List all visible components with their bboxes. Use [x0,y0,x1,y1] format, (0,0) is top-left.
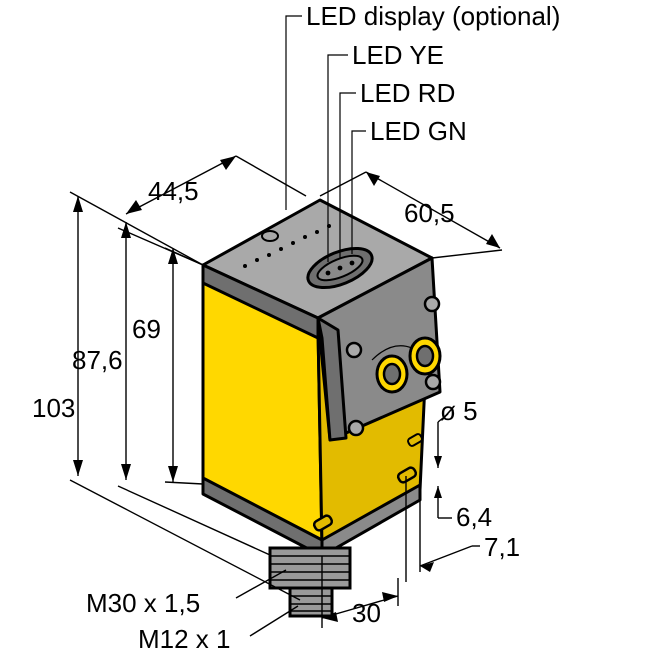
dim-label-87-6: 87,6 [72,345,123,375]
dim-label-m30: M30 x 1,5 [86,588,200,618]
dim-label-30: 30 [352,598,381,628]
dim-label-7-1: 7,1 [484,532,520,562]
leader-led-rd [339,92,356,258]
cap-front-module-side [316,316,348,442]
label-led-rd: LED RD [360,78,455,108]
dim-label-69: 69 [132,314,161,344]
callout-labels: LED display (optional) LED YE LED RD LED… [306,1,560,146]
leader-led-display [285,15,302,210]
dim-label-103: 103 [32,393,75,423]
thread-lines-small [290,595,332,612]
lens-housing-edge [371,345,413,361]
dim-label-m12: M12 x 1 [138,624,231,654]
dimension-lines [69,155,503,637]
label-led-ye: LED YE [352,40,444,70]
label-led-display: LED display (optional) [306,1,560,31]
connector-thread-m30 [268,546,352,590]
mounting-slot-icon [312,514,334,532]
led-rd-icon [337,265,343,271]
screw-icon [423,295,441,313]
dim-label-6-4: 6,4 [456,502,492,532]
connector [268,546,352,618]
dim-label-60-5: 60,5 [404,198,455,228]
mounting-slot-icon [396,466,418,484]
leader-led-gn [351,130,366,254]
dim-label-44-5: 44,5 [148,176,199,206]
led-gn-icon [349,260,355,266]
callout-leaders [285,15,366,262]
connector-thread-m12 [288,586,334,618]
cap-left-face [201,263,320,340]
lens-right-core [415,344,435,368]
label-led-gn: LED GN [370,116,467,146]
thread-lines [270,555,350,581]
led-ye-icon [325,270,331,276]
mounting-slot-icon [407,433,423,447]
screw-icon [424,373,442,391]
screw-icon [345,341,363,359]
dimension-labels: 44,5 60,5 69 87,6 103 ø 5 6,4 7,1 30 M30… [32,176,520,654]
dim-label-hole-diameter: ø 5 [440,396,478,426]
teach-button-icon [261,230,279,242]
screw-icon [347,419,365,437]
leader-led-ye [327,54,348,262]
sensor-housing [201,198,442,558]
lens-left-core [382,362,402,386]
